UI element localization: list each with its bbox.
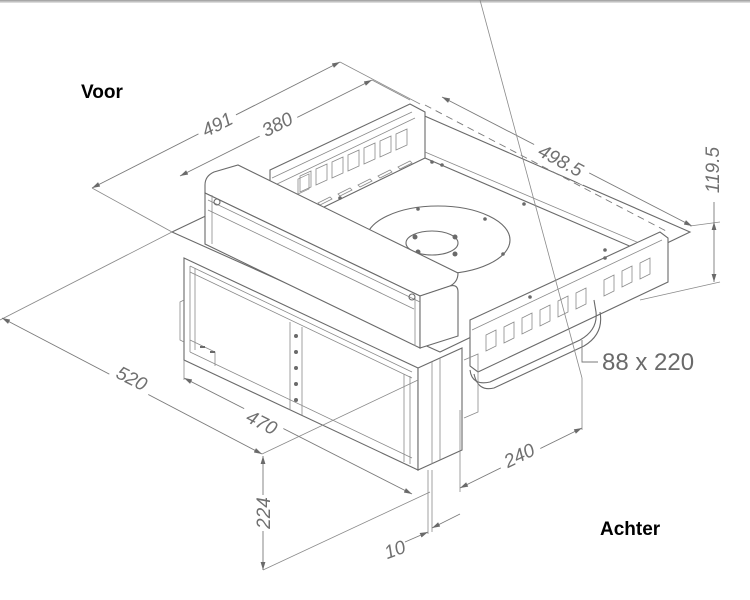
dim-119-5-text: 119.5 [703,147,724,194]
dim-224-text: 224 [254,497,275,530]
dim-10-text: 10 [382,537,409,564]
dimension-470: 470 [183,360,419,495]
outlet-duct [463,299,602,419]
dimension-119-5: 119.5 [639,147,724,301]
right-rail-cutouts [485,257,651,352]
dimension-224: 224 [250,456,431,571]
window-top-edge [0,0,750,3]
outlet-size-text: 88 x 220 [602,349,694,376]
outlet-size-callout: 88 x 220 [581,340,694,376]
back-label: Achter [600,519,661,540]
downdraft-hood [204,164,459,349]
